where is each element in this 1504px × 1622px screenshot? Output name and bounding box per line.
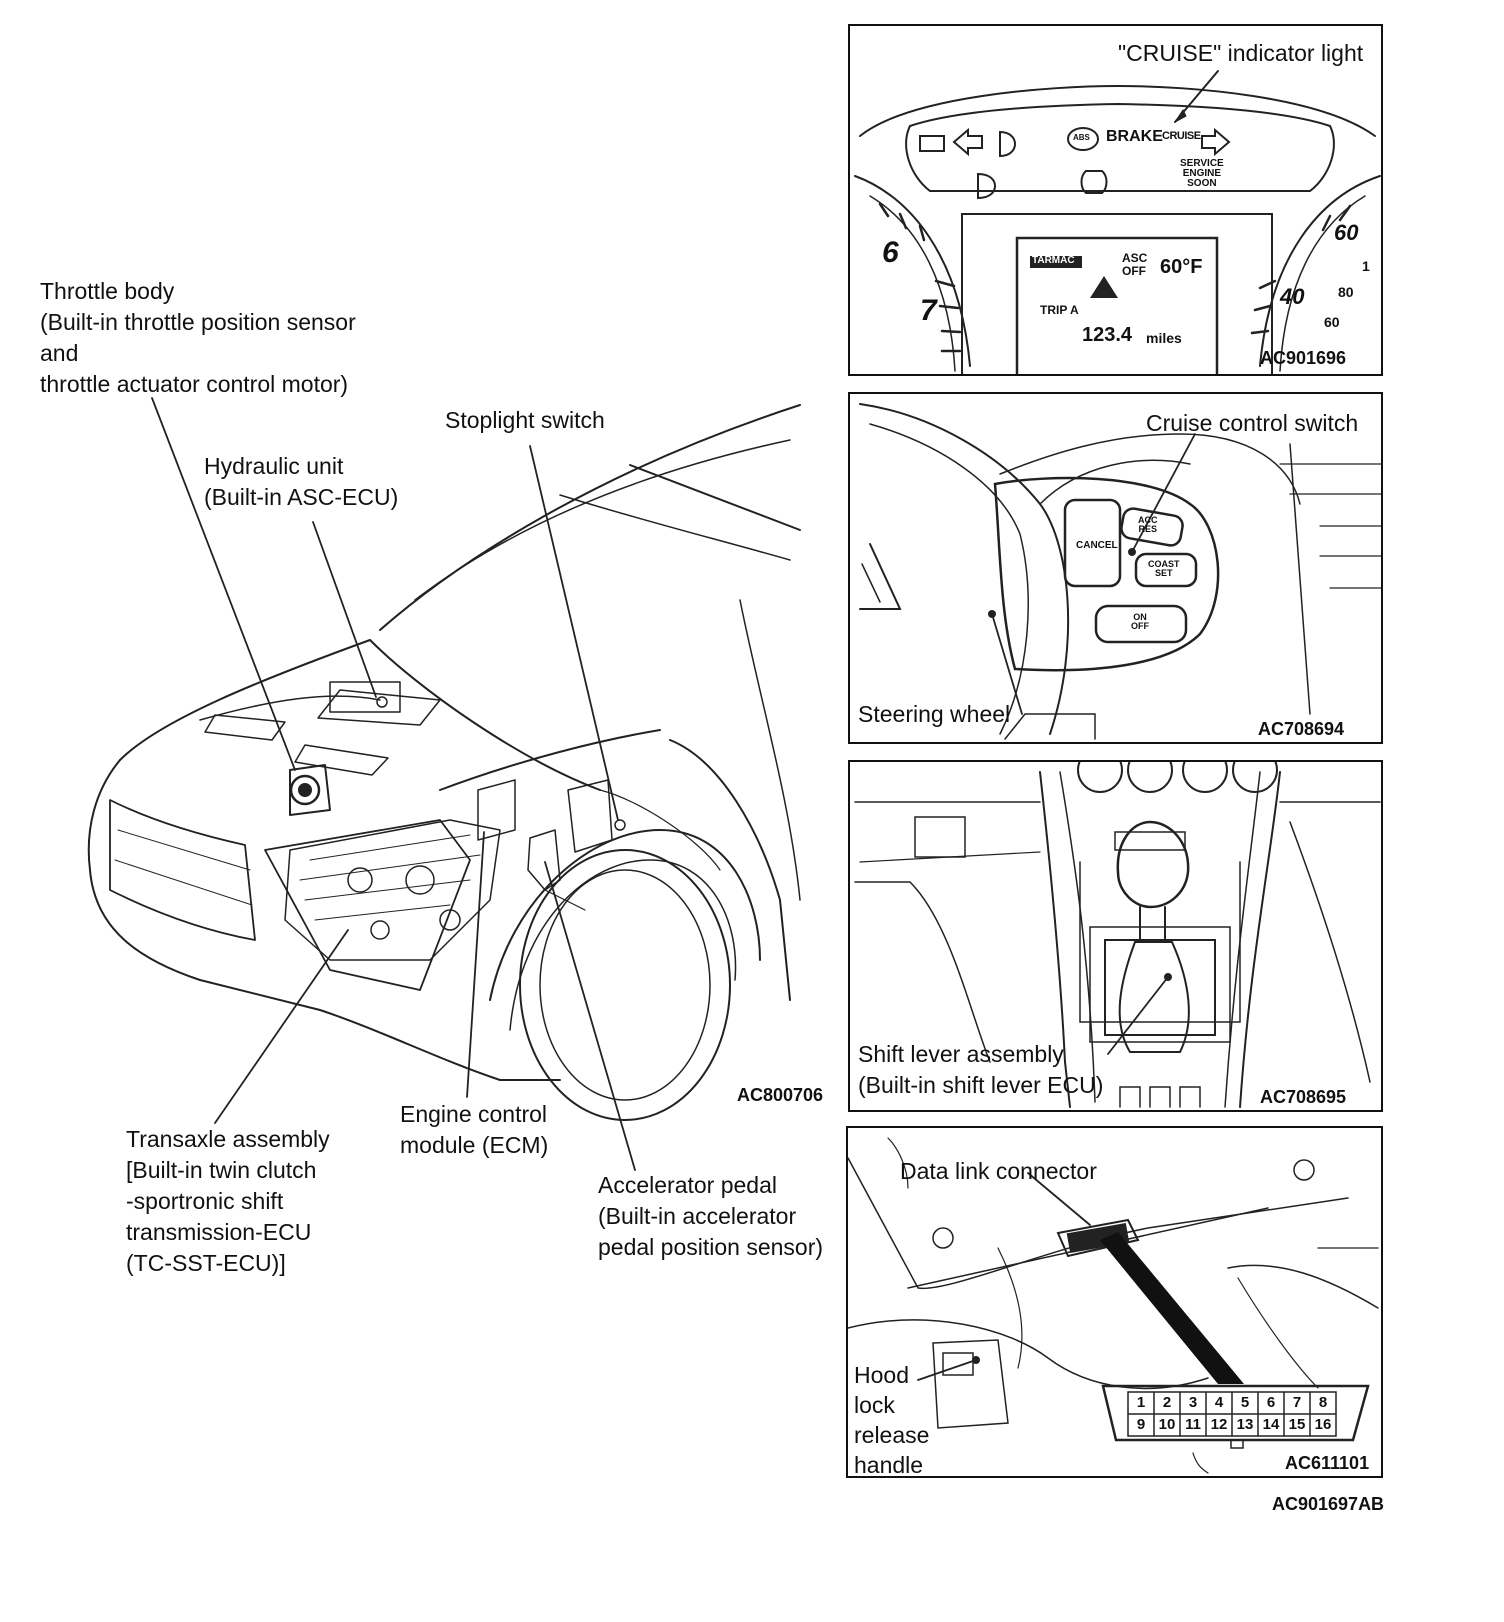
cruise-control-switch-label: Cruise control switch xyxy=(1146,410,1359,436)
steering-figure-code: AC708694 xyxy=(1258,719,1345,739)
tach-7: 7 xyxy=(920,294,937,327)
pin-10: 10 xyxy=(1158,1416,1176,1433)
speedo-40: 40 xyxy=(1280,284,1305,309)
acc-res-button: ACC RES xyxy=(1138,515,1158,534)
steering-drawing xyxy=(859,403,1381,740)
data-link-connector-label: Data link connector xyxy=(900,1158,1097,1184)
cancel-button: CANCEL xyxy=(1076,540,1118,551)
shift-figure-code: AC708695 xyxy=(1260,1087,1347,1107)
throttle-body-label: Throttle body (Built-in throttle positio… xyxy=(40,278,356,397)
steering-wheel-label: Steering wheel xyxy=(858,701,1011,727)
pin-11: 11 xyxy=(1185,1416,1201,1433)
pin-4: 4 xyxy=(1214,1394,1224,1411)
pin-5: 5 xyxy=(1240,1394,1250,1411)
speedo-km-80: 80 xyxy=(1338,284,1354,300)
shift-lever-label: Shift lever assembly (Built-in shift lev… xyxy=(858,1041,1104,1098)
overall-figure-code: AC901697AB xyxy=(1272,1494,1385,1514)
pin-9: 9 xyxy=(1136,1416,1146,1433)
cruise-indicator-label: "CRUISE" indicator light xyxy=(1118,40,1364,66)
cruise-indicator: CRUISE xyxy=(1162,130,1201,142)
accelerator-pedal-label: Accelerator pedal (Built-in accelerator … xyxy=(598,1172,824,1260)
shift-lever-drawing xyxy=(854,762,1381,1108)
trip-unit: miles xyxy=(1146,330,1182,346)
shift-lever-panel: Shift lever assembly (Built-in shift lev… xyxy=(848,760,1383,1112)
coast-set-button: COAST SET xyxy=(1148,559,1180,578)
stoplight-switch-label: Stoplight switch xyxy=(445,407,605,433)
outside-temperature: 60°F xyxy=(1160,256,1203,278)
main-figure-code: AC800706 xyxy=(737,1085,824,1105)
pin-16: 16 xyxy=(1314,1416,1332,1433)
cluster-figure-code: AC901696 xyxy=(1260,348,1347,368)
pin-13: 13 xyxy=(1236,1416,1254,1433)
on-off-button: ON OFF xyxy=(1131,612,1149,631)
pin-12: 12 xyxy=(1210,1416,1228,1433)
pin-8: 8 xyxy=(1318,1394,1328,1411)
trip-label: TRIP A xyxy=(1040,303,1079,317)
ecm-label: Engine control module (ECM) xyxy=(400,1101,549,1158)
pin-1: 1 xyxy=(1136,1394,1146,1411)
cluster-drawing xyxy=(854,70,1381,374)
service-engine-soon-indicator: SERVICE ENGINE SOON xyxy=(1180,158,1224,189)
steering-wheel-panel: Cruise control switch Steering wheel CAN… xyxy=(848,392,1383,744)
pin-7: 7 xyxy=(1292,1394,1302,1411)
dlc-figure-code: AC611101 xyxy=(1285,1453,1370,1473)
pin-6: 6 xyxy=(1266,1394,1276,1411)
instrument-cluster-panel: "CRUISE" indicator light BRAKE CRUISE AB… xyxy=(848,24,1383,376)
pin-3: 3 xyxy=(1188,1394,1198,1411)
pin-14: 14 xyxy=(1262,1416,1280,1433)
data-link-connector-panel: Data link connector Hood lock release ha… xyxy=(846,1126,1383,1478)
tach-6: 6 xyxy=(882,236,899,269)
asc-off-indicator: ASC OFF xyxy=(1122,251,1148,278)
hood-lock-release-label: Hood lock release handle xyxy=(854,1362,930,1478)
speedo-60: 60 xyxy=(1334,220,1359,245)
car-line-drawing xyxy=(87,397,801,1171)
abs-indicator: ABS xyxy=(1073,133,1090,142)
pin-2: 2 xyxy=(1162,1394,1172,1411)
tarmac-mode: TARMAC xyxy=(1032,255,1075,266)
trip-value: 123.4 xyxy=(1082,324,1133,346)
speedo-km-60: 60 xyxy=(1324,314,1340,330)
pin-15: 15 xyxy=(1288,1416,1306,1433)
pinout-bottom-row: 9 10 11 12 13 14 15 16 xyxy=(1128,1416,1336,1433)
hydraulic-unit-label: Hydraulic unit (Built-in ASC-ECU) xyxy=(204,453,399,510)
transaxle-label: Transaxle assembly [Built-in twin clutch… xyxy=(126,1126,330,1276)
dlc-drawing xyxy=(848,1137,1379,1474)
brake-indicator: BRAKE xyxy=(1106,128,1163,145)
pinout-top-row: 1 2 3 4 5 6 7 8 xyxy=(1128,1394,1336,1411)
speedo-km-1: 1 xyxy=(1362,258,1370,274)
